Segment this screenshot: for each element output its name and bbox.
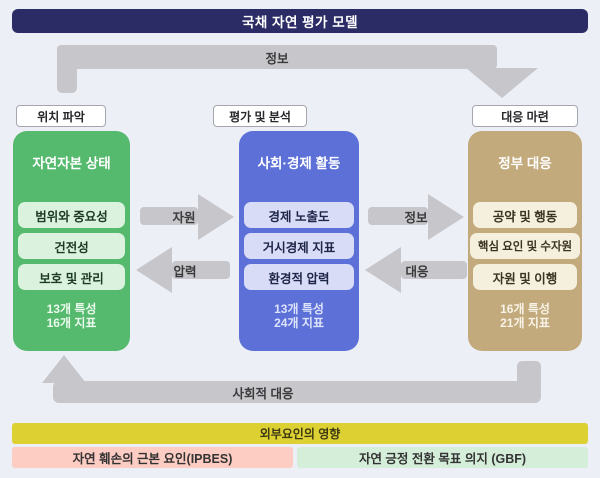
ipbes-label: 자연 훼손의 근본 요인(IPBES) bbox=[72, 452, 233, 466]
external-factors-label: 외부요인의 영향 bbox=[259, 427, 341, 441]
stage-label-assess: 평가 및 분석 bbox=[213, 105, 307, 127]
stats-characteristics: 13개 특성 bbox=[46, 302, 97, 316]
stage-label-text: 위치 파악 bbox=[37, 109, 85, 124]
page-title: 국채 자연 평가 모델 bbox=[241, 15, 359, 30]
societal-arrow-band bbox=[53, 381, 541, 403]
column-item: 범위와 중요성 bbox=[18, 202, 125, 228]
pressure-arrow-band bbox=[172, 261, 230, 279]
stats-indicators: 16개 지표 bbox=[46, 315, 97, 330]
column-title: 사회·경제 활동 bbox=[257, 156, 341, 171]
external-factors-bar: 외부요인의 영향 bbox=[12, 423, 588, 444]
gbf-label: 자연 긍정 전환 목표 의지 (GBF) bbox=[358, 452, 527, 466]
title-banner: 국채 자연 평가 모델 bbox=[12, 9, 588, 33]
column-title: 자연자본 상태 bbox=[32, 156, 111, 171]
resources-arrow-label: 자원 bbox=[172, 210, 196, 225]
information-arrow-band bbox=[368, 207, 428, 225]
resources-arrow-band bbox=[140, 207, 198, 225]
societal-arrow-label: 사회적 대응 bbox=[232, 386, 294, 401]
pressure-arrow-label: 압력 bbox=[173, 264, 197, 279]
stage-label-respond: 대응 마련 bbox=[472, 105, 578, 127]
column-stats: 16개 특성 21개 지표 bbox=[468, 302, 582, 330]
societal-arrowhead-icon bbox=[42, 355, 86, 383]
stats-characteristics: 16개 특성 bbox=[500, 302, 550, 316]
column-item: 환경적 압력 bbox=[244, 264, 354, 290]
column-stats: 13개 특성 16개 지표 bbox=[13, 302, 130, 330]
stage-label-text: 평가 및 분석 bbox=[229, 109, 291, 124]
column-title: 정부 대응 bbox=[498, 156, 552, 171]
top-info-arrowhead-icon bbox=[466, 68, 538, 98]
top-info-arrow-left-stub bbox=[57, 66, 77, 93]
column-item: 자원 및 이행 bbox=[473, 264, 577, 290]
information-arrow-label: 정보 bbox=[404, 210, 428, 225]
stats-indicators: 24개 지표 bbox=[274, 315, 324, 330]
response-arrow-label: 대응 bbox=[405, 264, 429, 279]
column-government-response: 정부 대응 공약 및 행동 핵심 요인 및 수자원 자원 및 이행 16개 특성… bbox=[468, 131, 582, 351]
column-item: 보호 및 관리 bbox=[18, 264, 125, 290]
stage-label-locate: 위치 파악 bbox=[16, 105, 106, 127]
top-info-arrow-label: 정보 bbox=[265, 51, 289, 66]
gbf-box: 자연 긍정 전환 목표 의지 (GBF) bbox=[297, 447, 588, 468]
column-item: 거시경제 지표 bbox=[244, 233, 354, 259]
stats-indicators: 21개 지표 bbox=[500, 315, 550, 330]
column-item: 공약 및 행동 bbox=[473, 202, 577, 228]
column-socioeconomic: 사회·경제 활동 경제 노출도 거시경제 지표 환경적 압력 13개 특성 24… bbox=[239, 131, 359, 351]
stage-label-text: 대응 마련 bbox=[501, 109, 549, 124]
top-info-arrow-band bbox=[57, 45, 497, 69]
column-natural-capital: 자연자본 상태 범위와 중요성 건전성 보호 및 관리 13개 특성 16개 지… bbox=[13, 131, 130, 351]
column-item: 핵심 요인 및 수자원 bbox=[470, 233, 580, 259]
ipbes-box: 자연 훼손의 근본 요인(IPBES) bbox=[12, 447, 293, 468]
response-arrow-band bbox=[401, 261, 467, 279]
stats-characteristics: 13개 특성 bbox=[274, 302, 324, 316]
column-item: 건전성 bbox=[18, 233, 125, 259]
column-stats: 13개 특성 24개 지표 bbox=[239, 302, 359, 330]
column-item: 경제 노출도 bbox=[244, 202, 354, 228]
